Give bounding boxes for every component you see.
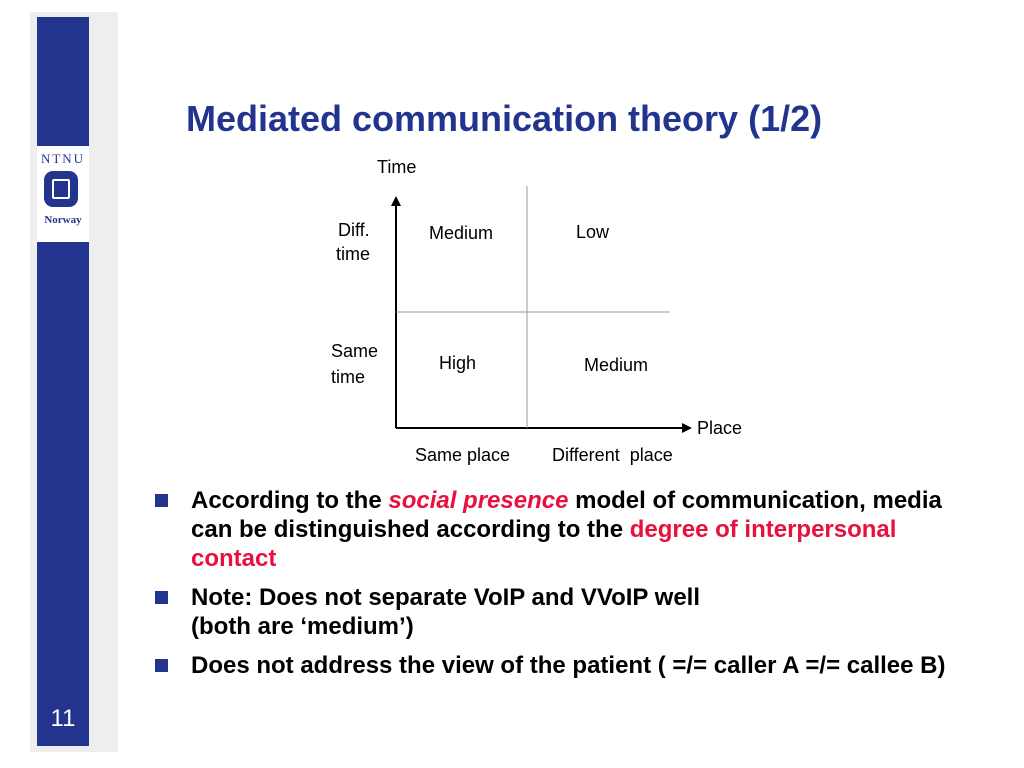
emphasis-social-presence: social presence bbox=[388, 487, 569, 514]
slide-number: 11 bbox=[50, 705, 76, 732]
bullet-square-icon bbox=[155, 659, 168, 672]
bullet-item-3: Does not address the view of the patient… bbox=[155, 651, 955, 680]
row-label-same-time-line2: time bbox=[331, 367, 366, 387]
row-label-diff-time-line2: time bbox=[336, 244, 371, 264]
bullet-list: According to the social presence model o… bbox=[155, 486, 955, 690]
logo-top-text: NTNU bbox=[40, 151, 86, 166]
bullet-item-2: Note: Does not separate VoIP and VVoIP w… bbox=[155, 583, 955, 641]
bullet-square-icon bbox=[155, 494, 168, 507]
cell-diff-time-same-place: Medium bbox=[429, 223, 494, 243]
row-label-diff-time-line1: Diff. bbox=[338, 220, 370, 240]
sidebar-bar bbox=[37, 17, 89, 746]
logo-mark-icon bbox=[44, 171, 78, 207]
cell-diff-time-different-place: Low bbox=[576, 222, 610, 242]
row-label-same-time-line1: Same bbox=[331, 341, 379, 361]
slide-title: Mediated communication theory (1/2) bbox=[186, 98, 823, 139]
bullet-item-1: According to the social presence model o… bbox=[155, 486, 955, 573]
logo-bottom-text: Norway bbox=[44, 214, 82, 226]
cell-same-time-same-place: High bbox=[439, 353, 477, 373]
bullet-square-icon bbox=[155, 591, 168, 604]
y-axis-label: Time bbox=[377, 157, 417, 177]
cell-same-time-different-place: Medium bbox=[584, 355, 649, 375]
column-label-different-place: Different place bbox=[552, 445, 673, 465]
column-label-same-place: Same place bbox=[415, 445, 511, 465]
highlight-interpersonal-contact: degree of interpersonal contact bbox=[191, 516, 897, 572]
x-axis-label: Place bbox=[697, 418, 743, 438]
